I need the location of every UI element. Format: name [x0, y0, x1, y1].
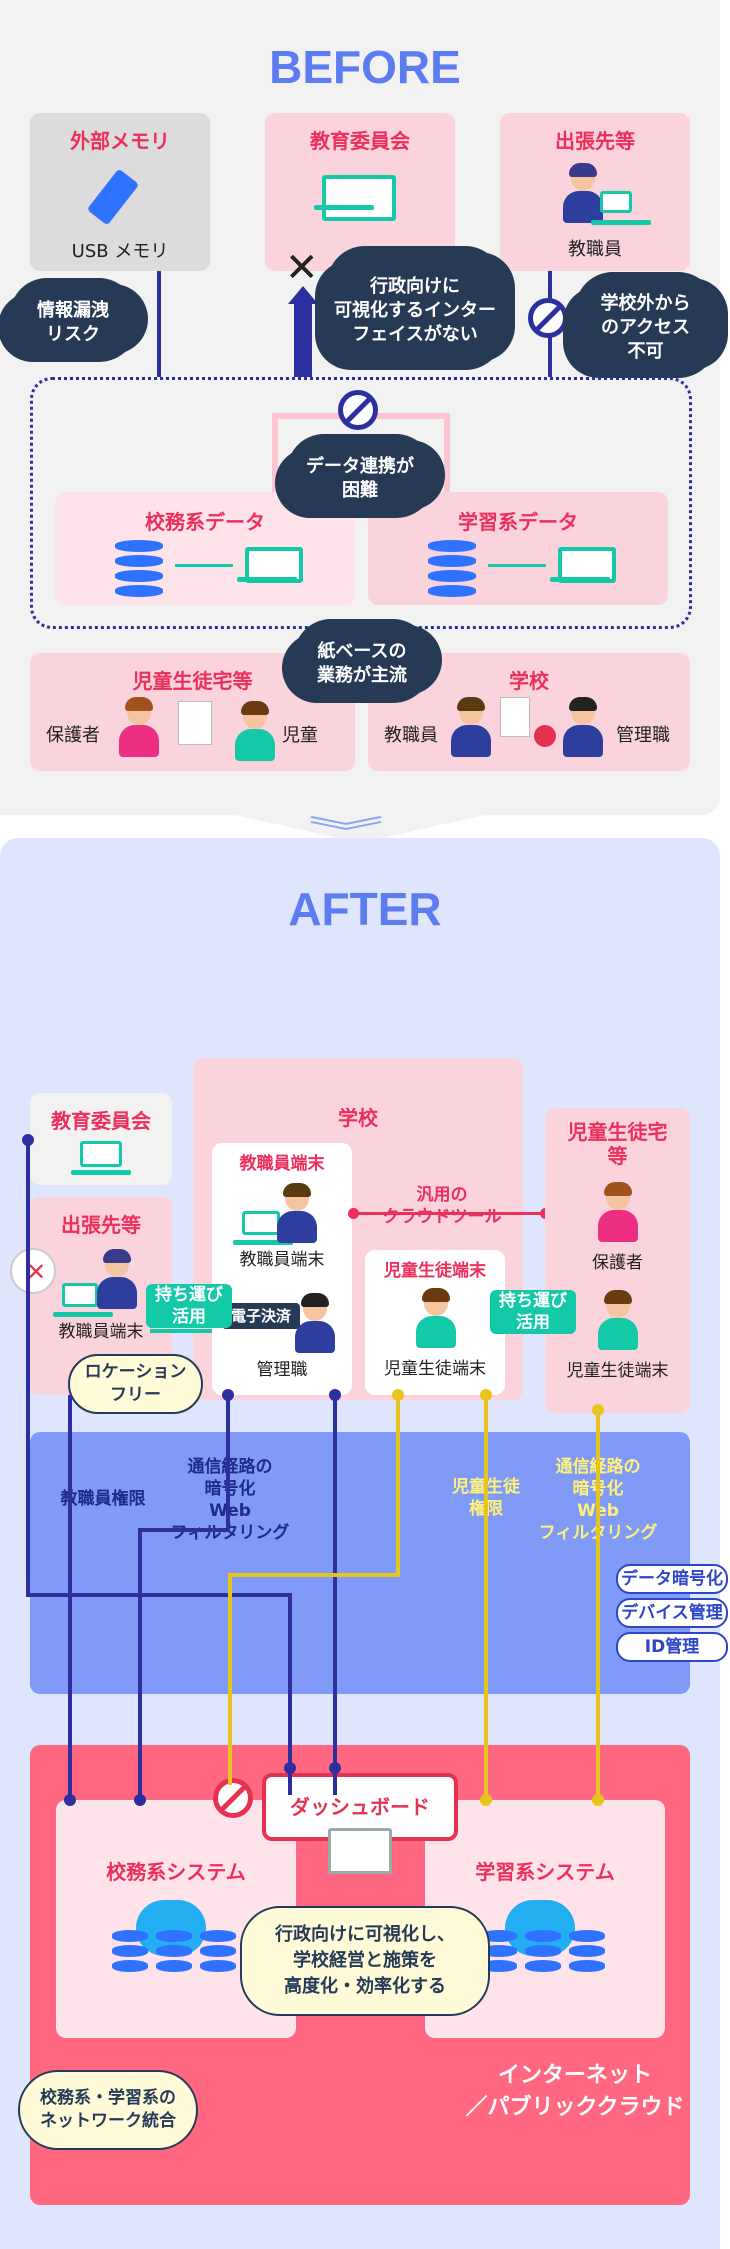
cloud-area-label: インターネット ／パブリッククラウド [465, 2063, 685, 2120]
database-icon [112, 1930, 148, 1975]
staff-terminal-card: 教職員端末 教職員端末 管理職 [212, 1143, 352, 1395]
after-trip-title: 出張先等 [61, 1213, 141, 1237]
callout-link: データ連携が 困難 [285, 440, 435, 518]
usb-caption: USB メモリ [71, 241, 169, 262]
teacher-icon [560, 163, 606, 223]
laptop-icon [550, 547, 616, 583]
student-terminal-caption: 児童生徒端末 [384, 1359, 486, 1379]
before-title: BEFORE [269, 41, 461, 93]
usb-blocked-icon [10, 1248, 56, 1294]
guardian-icon [595, 1182, 641, 1242]
learn-system-title: 学習系システム [475, 1860, 615, 1884]
after-board-box: 教育委員会 [30, 1093, 172, 1185]
child-caption: 児童 [282, 725, 318, 746]
up-arrow-icon [294, 300, 312, 377]
student-terminal-card: 児童生徒端末 児童生徒端末 [365, 1250, 505, 1395]
admin-system-title: 校務系システム [106, 1860, 246, 1884]
staff-terminal-caption: 教職員端末 [239, 1250, 325, 1270]
callout-access: 学校外から のアクセス 不可 [573, 278, 718, 378]
before-students-title: 児童生徒宅等 [132, 669, 253, 693]
database-icon [481, 1930, 517, 1975]
after-board-title: 教育委員会 [51, 1109, 151, 1133]
after-trip-caption: 教職員端末 [58, 1322, 144, 1342]
before-board-title: 教育委員会 [310, 129, 410, 153]
before-students-box: 児童生徒宅等 保護者 児童 [30, 653, 355, 771]
esign-badge: 電子決済 [222, 1303, 300, 1329]
cross-icon: ✕ [285, 245, 319, 291]
connector-line [488, 564, 546, 567]
admin-data-title: 校務系データ [145, 510, 265, 534]
before-school-title: 学校 [509, 669, 549, 693]
staff-icon [274, 1183, 320, 1243]
callout-visual: 行政向けに 可視化するインター フェイスがない [325, 252, 505, 370]
database-icon [428, 540, 476, 600]
cloud-tool-line [352, 1212, 547, 1215]
laptop-icon [591, 191, 651, 225]
tag-data-encryption: データ暗号化 [616, 1564, 728, 1594]
student-icon [595, 1290, 641, 1350]
laptop-icon [237, 547, 303, 583]
monitor-chart-icon [328, 1828, 392, 1874]
before-trip-box: 出張先等 教職員 [500, 113, 690, 271]
staff-permission-label: 教職員権限 [60, 1489, 146, 1509]
laptop-icon [233, 1211, 293, 1245]
database-icon [569, 1930, 605, 1975]
after-school-title: 学校 [338, 1106, 378, 1130]
carry-label-2: 持ち運び 活用 [490, 1290, 576, 1334]
callout-paper: 紙ベースの 業務が主流 [292, 625, 432, 703]
tag-id-management: ID管理 [616, 1632, 728, 1662]
integrate-callout: 校務系・学習系の ネットワーク統合 [18, 2070, 198, 2150]
after-home-box: 児童生徒宅 等 保護者 児童生徒端末 [545, 1108, 690, 1413]
laptop-icon [314, 175, 396, 221]
cross-icon: ✕ [26, 1258, 47, 1286]
after-title: AFTER [288, 883, 442, 935]
admin-data-box: 校務系データ [55, 492, 355, 605]
cloud-tool-dot [348, 1208, 359, 1219]
connector-line [157, 271, 161, 377]
database-icon [115, 540, 163, 600]
home-terminal-caption: 児童生徒端末 [566, 1361, 669, 1381]
location-free-callout: ロケーション フリー [68, 1354, 203, 1414]
carry-label-1: 持ち運び 活用 [146, 1284, 232, 1328]
student-icon [413, 1288, 459, 1348]
external-memory-box: 外部メモリ USB メモリ [30, 113, 210, 271]
before-trip-title: 出張先等 [555, 129, 635, 153]
up-arrow-icon [288, 286, 318, 304]
manager-caption: 管理職 [256, 1360, 308, 1380]
teacher-icon [94, 1249, 140, 1309]
database-icon [156, 1930, 192, 1975]
before-trip-caption: 教職員 [568, 239, 622, 260]
external-memory-title: 外部メモリ [70, 129, 170, 153]
connector-line [175, 564, 233, 567]
callout-leak: 情報漏洩 リスク [8, 284, 138, 362]
stamp-icon [534, 725, 556, 747]
after-home-title: 児童生徒宅 等 [567, 1120, 668, 1168]
database-icon [525, 1930, 561, 1975]
student-terminal-head: 児童生徒端末 [384, 1261, 486, 1281]
home-guardian-caption: 保護者 [592, 1253, 643, 1273]
database-icon [200, 1930, 236, 1975]
staff-caption: 教職員 [384, 725, 438, 746]
staff-icon [448, 697, 494, 757]
manager-caption: 管理職 [616, 725, 670, 746]
paper-icon [500, 697, 530, 737]
guardian-icon [116, 697, 162, 757]
manager-icon [560, 697, 606, 757]
guardian-caption: 保護者 [46, 725, 100, 746]
tag-device-management: デバイス管理 [616, 1598, 728, 1628]
prohibited-icon [213, 1778, 253, 1818]
staff-terminal-head: 教職員端末 [239, 1154, 325, 1174]
visualize-callout: 行政向けに可視化し、 学校経営と施策を 高度化・効率化する [240, 1906, 490, 2016]
prohibited-icon [338, 390, 378, 430]
laptop-icon [71, 1141, 131, 1175]
prohibited-icon [528, 298, 568, 338]
paper-icon [178, 701, 212, 745]
child-icon [232, 701, 278, 761]
before-board-box: 教育委員会 [265, 113, 455, 271]
learn-data-title: 学習系データ [458, 510, 578, 534]
laptop-icon [53, 1283, 113, 1317]
manager-icon [292, 1293, 338, 1353]
